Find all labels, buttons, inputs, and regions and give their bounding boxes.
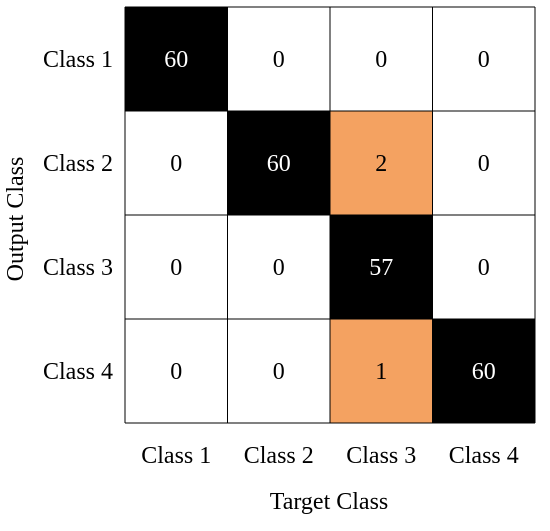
cell-value-label: 60	[164, 47, 188, 73]
x-tick-labels: Class 1 Class 2 Class 3 Class 4	[141, 443, 519, 469]
matrix-cell-r4-c4	[432, 319, 535, 423]
matrix-cells: 60 0 0 0 0 60 2 0 0 0 57 0 0 0 1 60	[125, 7, 535, 423]
matrix-cell-r1-c4	[432, 7, 535, 111]
cell-value-label: 0	[273, 359, 285, 385]
cell-value-label: 0	[170, 359, 182, 385]
cell-value-label: 0	[170, 151, 182, 177]
x-tick-label: Class 3	[346, 443, 416, 469]
cell-value-label: 0	[273, 47, 285, 73]
matrix-cell-r3-c3	[330, 215, 433, 319]
y-tick-label: Class 2	[43, 151, 113, 177]
matrix-cell-r2-c3	[330, 111, 433, 215]
y-tick-labels: Class 1 Class 2 Class 3 Class 4	[43, 47, 113, 385]
x-tick-label: Class 2	[244, 443, 314, 469]
y-tick-label: Class 1	[43, 47, 113, 73]
matrix-cell-r2-c2	[227, 111, 330, 215]
x-tick-label: Class 1	[141, 443, 211, 469]
matrix-gridlines	[124, 6, 536, 424]
cell-value-label: 60	[267, 151, 291, 177]
matrix-cell-r3-c2	[227, 215, 330, 319]
cell-value-label: 0	[478, 151, 490, 177]
matrix-cell-r3-c4	[432, 215, 535, 319]
cell-value-label: 0	[273, 255, 285, 281]
matrix-cell-r3-c1	[125, 215, 228, 319]
y-axis-label: Output Class	[3, 157, 29, 282]
cell-value-label: 0	[478, 47, 490, 73]
cell-value-label: 57	[369, 255, 393, 281]
matrix-cell-r1-c2	[227, 7, 330, 111]
x-axis-label: Target Class	[270, 489, 389, 515]
matrix-cell-r1-c1	[125, 7, 228, 111]
x-tick-label: Class 4	[449, 443, 519, 469]
y-tick-label: Class 4	[43, 359, 113, 385]
y-tick-label: Class 3	[43, 255, 113, 281]
cell-value-label: 1	[375, 359, 387, 385]
matrix-cell-r2-c4	[432, 111, 535, 215]
matrix-cell-r4-c3	[330, 319, 433, 423]
matrix-cell-r1-c3	[330, 7, 433, 111]
cell-value-label: 0	[375, 47, 387, 73]
cell-value-label: 2	[375, 151, 387, 177]
cell-value-label: 60	[472, 359, 496, 385]
matrix-cell-r4-c1	[125, 319, 228, 423]
matrix-cell-r4-c2	[227, 319, 330, 423]
cell-value-label: 0	[170, 255, 182, 281]
cell-value-label: 0	[478, 255, 490, 281]
matrix-cell-r2-c1	[125, 111, 228, 215]
